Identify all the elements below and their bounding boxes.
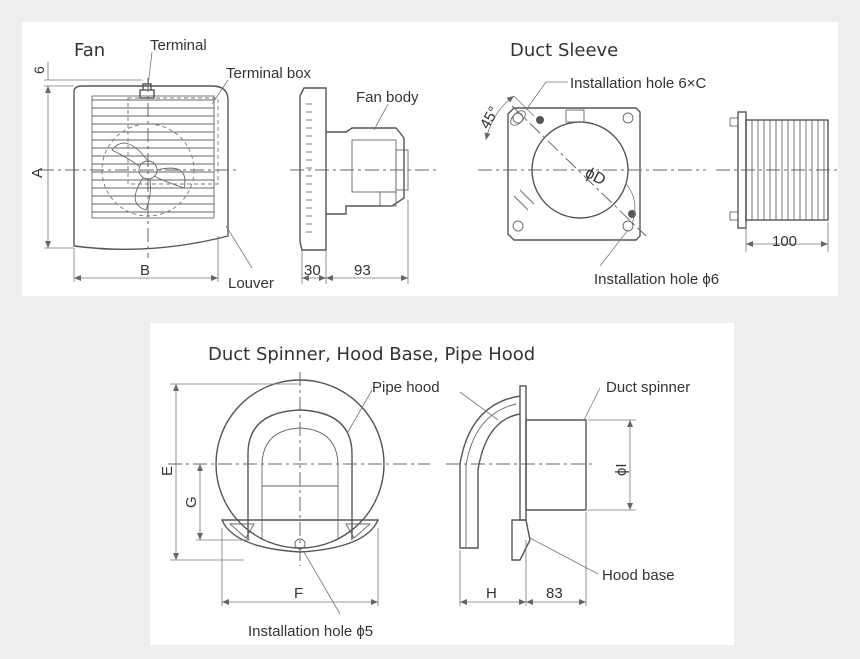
duct-sleeve-title: Duct Sleeve — [510, 40, 618, 61]
dim-83-label: 83 — [546, 585, 563, 602]
fan-grille — [91, 95, 215, 219]
fan-body-label: Fan body — [356, 89, 419, 106]
dim-h-label: H — [486, 585, 497, 602]
pipe-hood-label: Pipe hood — [372, 379, 440, 396]
angle-45-label: 45° — [477, 104, 503, 132]
fan-title: Fan — [74, 40, 105, 61]
duct-spinner-label: Duct spinner — [606, 379, 690, 396]
diameter-d-label: ϕD — [582, 165, 608, 190]
dim-e-label: E — [159, 466, 176, 476]
fan-body-shape — [326, 127, 405, 215]
fan-front-frame — [73, 85, 229, 251]
duct-spinner-drawing — [168, 372, 636, 615]
duct-sleeve-plate — [507, 107, 641, 241]
dim-30-label: 30 — [304, 262, 321, 279]
dim-a-label: A — [29, 168, 46, 178]
dim-100-label: 100 — [772, 233, 797, 250]
dim-b-label: B — [140, 262, 150, 279]
dim-i-label: ϕI — [613, 463, 630, 476]
fan-side-flange — [299, 87, 327, 251]
dim-6-label: 6 — [31, 66, 47, 74]
pipe-hood-side — [459, 395, 521, 549]
dim-93-label: 93 — [354, 262, 371, 279]
install-hole-phi5-label: Installation hole ϕ5 — [248, 623, 373, 640]
duct-sleeve-drawing — [478, 81, 838, 267]
fan-duct-sleeve-panel — [22, 22, 838, 296]
dim-g-label: G — [183, 496, 200, 508]
hood-base-label: Hood base — [602, 567, 675, 584]
louver-label: Louver — [228, 275, 274, 292]
install-hole-6xc-label: Installation hole 6×C — [570, 75, 707, 92]
hood-base-side — [511, 519, 531, 561]
install-hole-phi6-label: Installation hole ϕ6 — [594, 271, 719, 288]
dim-f-label: F — [294, 585, 303, 602]
fan-drawing — [40, 51, 440, 284]
duct-spinner-side — [525, 419, 587, 511]
terminal-box-label: Terminal box — [226, 65, 312, 82]
duct-spinner-title: Duct Spinner, Hood Base, Pipe Hood — [208, 344, 535, 365]
terminal-label: Terminal — [150, 37, 207, 54]
